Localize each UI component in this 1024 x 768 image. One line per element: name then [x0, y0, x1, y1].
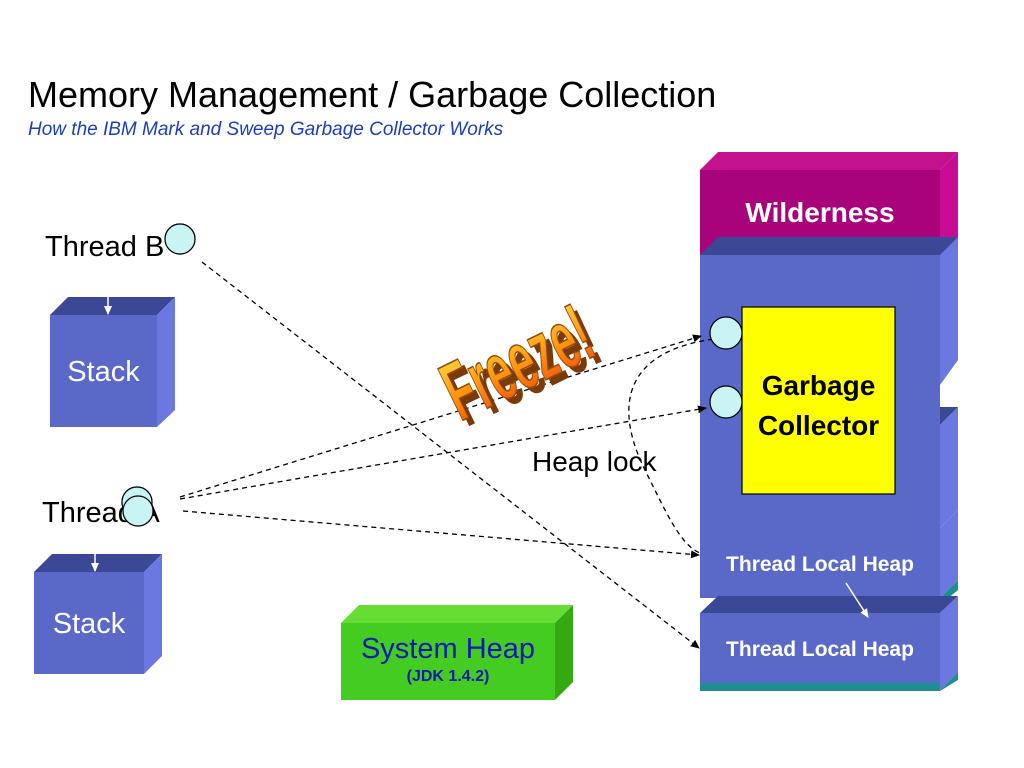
- ref-a-to-gc-lower: [179, 405, 707, 500]
- system-heap-block: [341, 605, 573, 700]
- system-heap-label: System Heap: [360, 633, 536, 665]
- thread-local-heap-2: [700, 596, 958, 691]
- heap-lock-curve: [628, 337, 723, 554]
- slide-title: Memory Management / Garbage Collection: [28, 74, 717, 115]
- ref-b-to-tlh2: [201, 261, 700, 649]
- heap-lock-label: Heap lock: [532, 446, 657, 477]
- stack-b-label: Stack: [67, 356, 140, 388]
- system-heap-label-group: System Heap (JDK 1.4.2): [341, 633, 555, 686]
- wilderness-label: Wilderness: [745, 197, 895, 228]
- thread-local-heap-1: [700, 510, 958, 605]
- gc-label-line1: Garbage: [761, 370, 876, 401]
- gc-node-upper: [709, 316, 743, 350]
- tlh-2-label: Thread Local Heap: [726, 638, 914, 661]
- system-heap-version: (JDK 1.4.2): [406, 668, 490, 685]
- gc-label: Garbage Collector: [742, 366, 895, 446]
- gc-node-lower: [709, 385, 743, 419]
- stack-a-block: [34, 553, 162, 674]
- garbage-collector-box: [741, 306, 896, 495]
- thread-a-node-overlay-front: [122, 495, 154, 527]
- stack-a-label: Stack: [52, 608, 126, 640]
- thread-b-node-overlay: [164, 223, 196, 255]
- stack-b-block: [50, 296, 175, 427]
- thread-b-label: Thread B: [45, 231, 165, 263]
- tlh-1-label: Thread Local Heap: [726, 553, 914, 576]
- heap-column: [700, 152, 958, 691]
- tlh-connector-arrow: [845, 582, 869, 618]
- reference-lines: [179, 261, 723, 649]
- ref-a-to-gc-upper: [179, 334, 702, 498]
- slide-subtitle: How the IBM Mark and Sweep Garbage Colle…: [28, 119, 504, 140]
- gc-label-line2: Collector: [757, 410, 880, 441]
